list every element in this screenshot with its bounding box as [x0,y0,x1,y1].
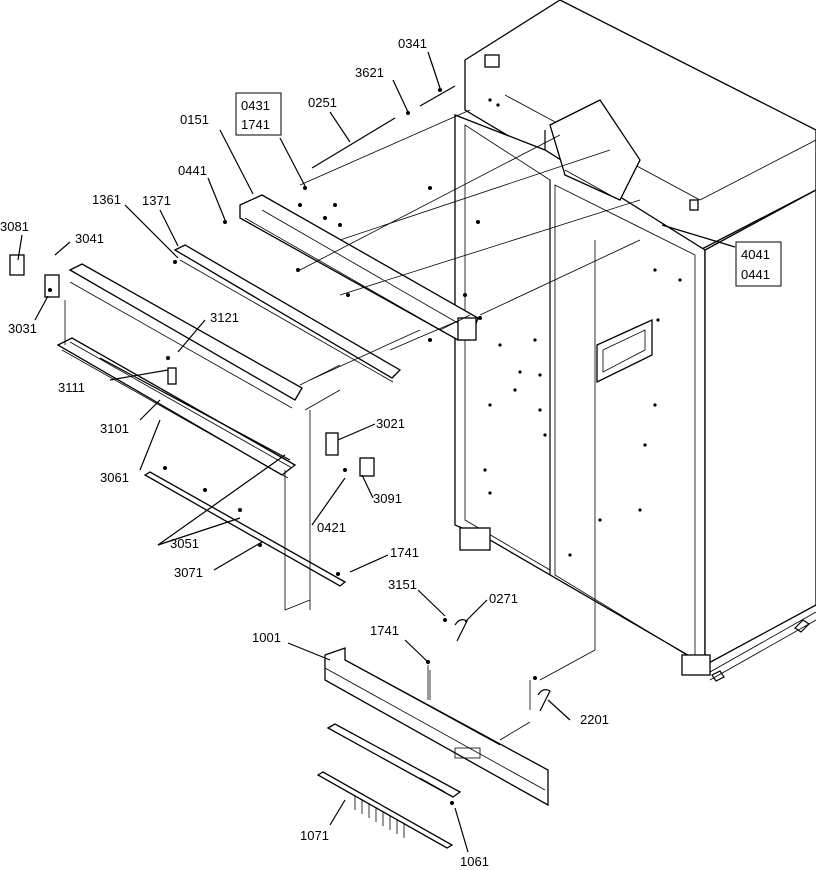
label-3071: 3071 [174,565,203,580]
label-0441-left: 0441 [178,163,207,178]
bracket-part-3111 [167,367,177,385]
label-3101: 3101 [100,421,129,436]
label-0151: 0151 [180,112,209,127]
rod-part-0251 [311,117,396,169]
label-3051: 3051 [170,536,199,551]
assembly-guides [299,109,641,681]
label-1361: 1361 [92,192,121,207]
label-2201: 2201 [580,712,609,727]
label-0341: 0341 [398,36,427,51]
clip-part-0271 [454,619,468,642]
label-3081: 3081 [0,219,29,234]
label-1071: 1071 [300,828,329,843]
label-3111: 3111 [58,380,85,395]
rod-part-3621 [419,85,456,107]
cabinet [454,0,816,682]
leader-lines [17,51,736,853]
label-4041: 4041 [741,247,770,262]
label-1061: 1061 [460,854,489,869]
toe-grille-part-1001 [324,647,549,807]
label-box-4041-0441 [735,241,782,287]
clip-part-2201 [537,689,551,712]
label-3621: 3621 [355,65,384,80]
top-rail-part-0151 [239,194,479,341]
assembly-guides-bottom [427,665,531,741]
label-0431: 0431 [241,98,270,113]
label-3091: 3091 [373,491,402,506]
plate-part-3091 [359,457,375,477]
label-3121: 3121 [210,310,239,325]
label-3031: 3031 [8,321,37,336]
label-3151: 3151 [388,577,417,592]
label-1001: 1001 [252,630,281,645]
strip-part-3101 [99,357,291,461]
label-3041: 3041 [75,231,104,246]
assembly-guides-left [64,300,341,611]
label-0271: 0271 [489,591,518,606]
mullion-rail-part-1361 [173,244,402,383]
screws-top [173,88,482,342]
bracket-part-3021 [325,432,339,456]
plate-part-3081 [9,254,25,276]
label-0251: 0251 [308,95,337,110]
channel-part-3061 [56,337,297,479]
label-1741-mid: 1741 [390,545,419,560]
screws-left [48,288,347,576]
label-1741-top: 1741 [241,117,270,132]
label-3021: 3021 [376,416,405,431]
cover-part-3041 [68,263,303,409]
label-0421: 0421 [317,520,346,535]
part-labels: 0341 3621 0431 1741 0251 0151 0441 1361 … [0,36,782,869]
strip-part-3071 [143,471,347,587]
label-1371: 1371 [142,193,171,208]
end-cap-part-3031 [44,274,60,298]
label-1741-bottom: 1741 [370,623,399,638]
label-0441-right: 0441 [741,267,770,282]
trim-part-1061 [326,723,462,798]
grille-part-1071 [316,771,454,849]
label-box-0431-1741 [235,92,282,136]
label-3061: 3061 [100,470,129,485]
